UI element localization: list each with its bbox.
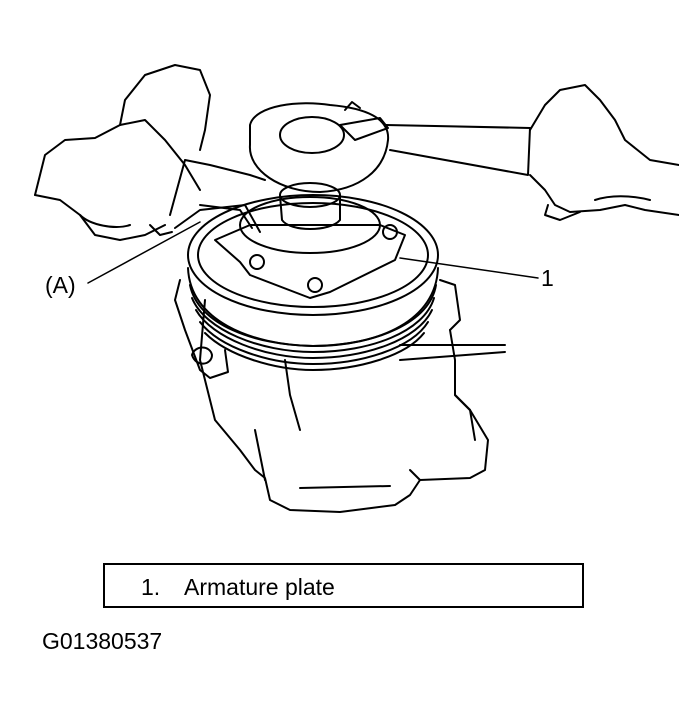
legend-item-number: 1. [141,574,161,600]
compressor-body [174,279,506,513]
legend-box: 1. Armature plate [103,563,584,608]
legend-item-text: Armature plate [184,574,335,600]
callout-tool-label: (A) [45,272,76,298]
pulley-assembly [187,194,439,371]
holder-wrench [169,159,381,254]
compressor-clutch-illustration [34,64,679,513]
figure-id: G01380537 [42,628,163,654]
ratchet-handle [248,101,531,230]
left-hand [34,64,211,241]
armature-plate [214,224,406,299]
right-hand [529,84,679,221]
callout-part-label: 1 [541,265,554,291]
leader-line-1 [399,257,539,279]
leader-line-a [87,221,201,284]
